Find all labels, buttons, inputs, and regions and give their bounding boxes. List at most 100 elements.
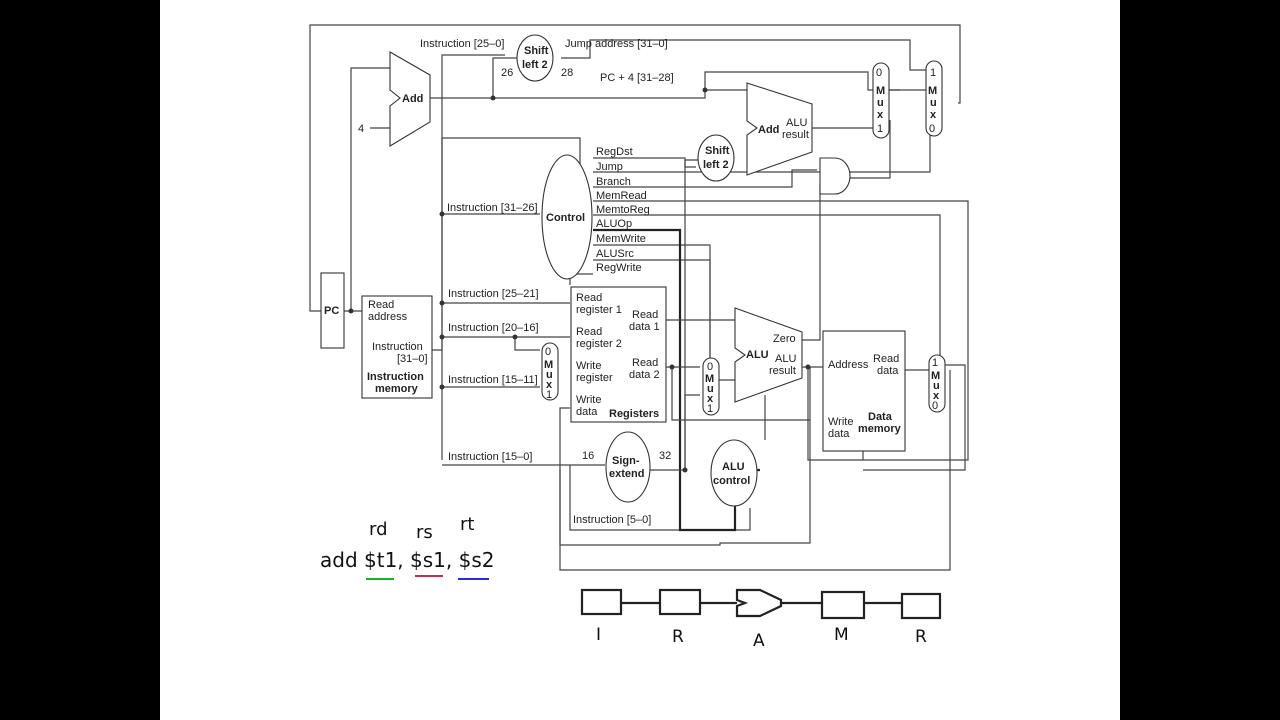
memtoreg-mux-x: x bbox=[933, 390, 940, 402]
pc4-label: PC + 4 [31–28] bbox=[600, 72, 674, 84]
alu-control-label-2: control bbox=[713, 475, 750, 487]
reg-write-data-label-1: Write bbox=[576, 394, 601, 406]
signal-jump: Jump bbox=[596, 161, 623, 173]
reg-write-reg-label-1: Write bbox=[576, 360, 601, 372]
sign-extend-label-2: extend bbox=[609, 468, 644, 480]
reg-read-data1-label-1: Read bbox=[632, 309, 658, 321]
control-label: Control bbox=[546, 212, 585, 224]
dmem-title-2: memory bbox=[858, 423, 902, 435]
reg-read-data2-label-2: data 2 bbox=[629, 369, 660, 381]
branch-mux-x: x bbox=[877, 109, 884, 121]
imem-title-2: memory bbox=[375, 383, 419, 395]
reg-write-reg-label-2: register bbox=[576, 372, 613, 384]
instr-20-16-label: Instruction [20–16] bbox=[448, 322, 539, 334]
jump-mux-m: M bbox=[928, 85, 937, 97]
signal-memwrite: MemWrite bbox=[596, 233, 646, 245]
sign-extend bbox=[605, 431, 651, 503]
regdst-mux-x: x bbox=[546, 379, 553, 391]
imem-read-label-2: address bbox=[368, 311, 408, 323]
pipeline-sketch: I R A M R bbox=[580, 588, 942, 651]
instr-5-0-label: Instruction [5–0] bbox=[573, 514, 651, 526]
reg-read1-label-1: Read bbox=[576, 292, 602, 304]
imem-read-label-1: Read bbox=[368, 299, 394, 311]
instruction-text: add $t1, $s1, $s2 bbox=[320, 548, 494, 572]
signal-regwrite: RegWrite bbox=[596, 262, 642, 274]
alu-control bbox=[710, 439, 758, 507]
alu-label: ALU bbox=[746, 349, 769, 361]
pc-adder-label: Add bbox=[402, 93, 423, 105]
label-rd: rd bbox=[369, 519, 388, 540]
dmem-address-label: Address bbox=[828, 359, 869, 371]
alu-zero-label: Zero bbox=[773, 333, 796, 345]
bits-16: 16 bbox=[582, 450, 594, 462]
bits-32: 32 bbox=[659, 450, 671, 462]
jump-mux-in0: 0 bbox=[929, 123, 935, 135]
alusrc-mux-in1: 1 bbox=[707, 403, 713, 415]
memtoreg-mux-in0: 0 bbox=[932, 400, 938, 412]
branch-mux-m: M bbox=[876, 85, 885, 97]
alusrc-mux-u: u bbox=[707, 383, 714, 395]
pc-label: PC bbox=[324, 305, 339, 317]
dmem-read-data-label-1: Read bbox=[873, 353, 899, 365]
instr-15-11-label: Instruction [15–11] bbox=[448, 374, 538, 386]
branch-mux-u: u bbox=[877, 97, 884, 109]
regdst-mux-in1: 1 bbox=[546, 389, 552, 401]
memtoreg-mux-in1: 1 bbox=[932, 357, 938, 369]
stage-label-m: M bbox=[834, 625, 849, 645]
branch-mux-in0: 0 bbox=[876, 67, 882, 79]
stage-box-wb bbox=[900, 592, 942, 620]
alusrc-mux-m: M bbox=[705, 373, 714, 385]
register-file bbox=[570, 286, 667, 423]
main-alu bbox=[734, 307, 803, 403]
jump-mux-x: x bbox=[930, 109, 937, 121]
pc-register bbox=[320, 272, 345, 349]
stage-box-i bbox=[580, 588, 623, 616]
shift-left-branch-label-2: left 2 bbox=[703, 159, 729, 171]
bits-28: 28 bbox=[561, 67, 573, 79]
stage-box-r bbox=[658, 588, 702, 616]
shift-left-jump bbox=[516, 34, 554, 82]
reg-read1-label-2: register 1 bbox=[576, 304, 622, 316]
data-memory bbox=[822, 330, 906, 452]
alu-result-label-2: result bbox=[769, 365, 796, 377]
control-signal-labels: RegDst Jump Branch MemRead MemtoReg ALUO… bbox=[596, 146, 650, 274]
reg-read-data1-label-2: data 1 bbox=[629, 321, 660, 333]
branch-mux bbox=[872, 62, 890, 139]
signal-alusrc: ALUSrc bbox=[596, 248, 634, 260]
alusrc-mux-x: x bbox=[707, 393, 714, 405]
regdst-mux-in0: 0 bbox=[545, 346, 551, 358]
signal-regdst: RegDst bbox=[596, 146, 633, 158]
memtoreg-mux-m: M bbox=[931, 370, 940, 382]
stage-label-i: I bbox=[596, 625, 601, 645]
whiteboard-canvas: PC Add 4 Read address Instruction [31–0]… bbox=[160, 0, 1120, 720]
stage-label-r: R bbox=[672, 627, 684, 647]
regdst-mux-m: M bbox=[544, 359, 553, 371]
alu-result-label-1: ALU bbox=[775, 353, 796, 365]
instr-31-26-label: Instruction [31–26] bbox=[447, 202, 538, 214]
shift-left-jump-label-1: Shift bbox=[524, 45, 549, 57]
imem-instr-label-1: Instruction bbox=[372, 341, 423, 353]
stage-box-alu bbox=[735, 588, 783, 618]
reg-read-data2-label-1: Read bbox=[632, 357, 658, 369]
imem-instr-label-2: [31–0] bbox=[397, 353, 428, 365]
shift-left-jump-label-2: left 2 bbox=[522, 59, 548, 71]
jump-mux bbox=[925, 60, 943, 137]
signal-aluop: ALUOp bbox=[596, 218, 632, 230]
memtoreg-mux bbox=[928, 354, 946, 413]
reg-read2-label-2: register 2 bbox=[576, 338, 622, 350]
bits-26: 26 bbox=[501, 67, 513, 79]
pc-adder bbox=[389, 51, 431, 147]
label-rs: rs bbox=[416, 522, 433, 543]
label-rt: rt bbox=[460, 514, 474, 535]
junction-dots bbox=[348, 87, 811, 473]
regdst-mux bbox=[541, 342, 559, 401]
alusrc-mux bbox=[702, 357, 720, 416]
const-four: 4 bbox=[358, 123, 364, 135]
branch-alu-result-1: ALU bbox=[786, 117, 807, 129]
dmem-read-data-label-2: data bbox=[877, 365, 899, 377]
instr-25-0-label: Instruction [25–0] bbox=[420, 38, 504, 50]
instr-25-21-label: Instruction [25–21] bbox=[448, 288, 539, 300]
branch-alu-result-2: result bbox=[782, 129, 809, 141]
stage-label-wb: R bbox=[915, 627, 927, 647]
signal-branch: Branch bbox=[596, 176, 631, 188]
